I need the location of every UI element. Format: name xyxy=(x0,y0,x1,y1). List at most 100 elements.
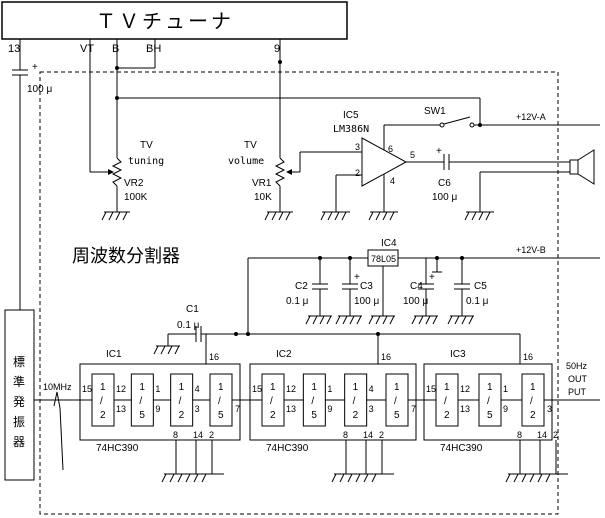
ic-name: IC2 xyxy=(276,349,292,360)
c3-name: C3 xyxy=(360,281,373,292)
ic-pin: 13 xyxy=(286,404,296,414)
ic-pin: 15 xyxy=(426,384,436,394)
tv-tuner-block: ＴＶチューナ 13 VT B BH 9 xyxy=(1,1,348,55)
vr2-tv: TV xyxy=(140,140,153,151)
divider-stage: 1 / 5 xyxy=(130,373,171,427)
stage-denominator: 2 xyxy=(353,410,359,421)
vr1: TV volume VR1 10K xyxy=(228,140,355,221)
c4-name: C4 xyxy=(410,281,423,292)
osc-char-5: 器 xyxy=(13,435,25,449)
ic-pin: 9 xyxy=(327,404,332,414)
sw1-label: SW1 xyxy=(424,106,446,117)
ic5-pin5: 5 xyxy=(410,150,415,160)
divider-stage: 1/5 xyxy=(209,373,233,427)
ic-pin: 12 xyxy=(460,384,470,394)
tuner-pin-vt: VT xyxy=(80,43,94,55)
out-label-2: OUT xyxy=(568,374,588,384)
speaker-icon xyxy=(569,159,579,175)
ic-part: 74HC390 xyxy=(266,443,309,454)
ic-pin: 15 xyxy=(252,384,262,394)
ic-bottom-pin: 2 xyxy=(553,430,558,440)
stage-slash: / xyxy=(139,396,142,407)
c4-plus: + xyxy=(429,272,435,283)
c1-value: 0.1 μ xyxy=(177,320,200,331)
divider-stage: 1/5 xyxy=(385,373,409,427)
speaker-cone-icon xyxy=(577,149,595,185)
stage-numerator: 1 xyxy=(394,382,400,393)
divider-stage: 1/5 xyxy=(478,373,522,427)
vr2-value: 100K xyxy=(124,192,148,203)
stage-slash: / xyxy=(487,396,490,407)
divider-stage: 1/5 xyxy=(302,373,345,427)
output: 50Hz OUT PUT xyxy=(566,361,588,397)
ic5-name: IC5 xyxy=(343,110,359,121)
ic-top-pin: 16 xyxy=(523,352,533,362)
dashed-enclosure xyxy=(39,71,559,515)
osc-freq: 10MHz xyxy=(43,382,72,392)
cap-in-label: 100 μ xyxy=(27,84,52,95)
sw1: SW1 +12V-A xyxy=(424,106,600,128)
stage-numerator: 1 xyxy=(270,382,276,393)
stage-slash: / xyxy=(218,396,221,407)
ic-pin: 3 xyxy=(369,404,374,414)
ic-pin: 12 xyxy=(286,384,296,394)
divider-stage: 1/2 xyxy=(435,373,479,427)
stage-denominator: 2 xyxy=(444,410,450,421)
stage-numerator: 1 xyxy=(530,382,536,393)
stage-numerator: 1 xyxy=(353,382,359,393)
c2-value: 0.1 μ xyxy=(286,296,309,307)
stage-denominator: 2 xyxy=(270,410,276,421)
c3-plus: + xyxy=(354,272,360,283)
ic-pin: 1 xyxy=(327,384,332,394)
ic-pin: 13 xyxy=(460,404,470,414)
stage-numerator: 1 xyxy=(100,382,106,393)
ic-pin: 1 xyxy=(503,384,508,394)
osc-char-2: 準 xyxy=(13,374,25,389)
stage-numerator: 1 xyxy=(179,382,185,393)
ic-pin: 9 xyxy=(503,404,508,414)
divider-stage: 1/2 xyxy=(521,373,545,427)
stage-denominator: 5 xyxy=(311,410,317,421)
vr1-tv: TV xyxy=(244,140,257,151)
ic4-name: IC4 xyxy=(381,238,397,249)
osc-char-3: 発 xyxy=(13,395,25,409)
c1-name: C1 xyxy=(186,304,199,315)
ic-top-pin: 16 xyxy=(209,352,219,362)
ic-name: IC1 xyxy=(106,349,122,360)
cap-plus: + xyxy=(32,62,38,73)
c5-name: C5 xyxy=(474,281,487,292)
stage-slash: / xyxy=(100,396,103,407)
ic5-pin4: 4 xyxy=(390,176,395,186)
ic-bottom-pin: 14 xyxy=(193,430,203,440)
tuner-wires: + 100 μ xyxy=(12,39,481,310)
tuner-pin-b: B xyxy=(112,43,119,55)
ic-pin: 13 xyxy=(116,404,126,414)
ic-pin: 7 xyxy=(235,404,240,414)
standard-oscillator: 標 準 発 振 器 10MHz xyxy=(4,309,80,481)
ic5-part: LM386N xyxy=(333,124,369,135)
ic-pin: 4 xyxy=(195,384,200,394)
stage-numerator: 1 xyxy=(139,382,145,393)
stage-numerator: 1 xyxy=(311,382,317,393)
tuner-pin-9: 9 xyxy=(274,43,280,55)
ic5-pin6: 6 xyxy=(388,144,393,154)
power-supply: +12V-B IC4 78L05 C2 0.1 μ + C3 100 μ xyxy=(247,238,600,334)
vr2: TV tuning VR2 100K xyxy=(101,140,164,221)
ic-bottom-pin: 2 xyxy=(379,430,384,440)
ic-bottom-pin: 8 xyxy=(517,430,522,440)
c6-speaker: + C6 100 μ xyxy=(406,146,595,221)
tuner-box xyxy=(1,1,348,40)
tuner-pin-bh: BH xyxy=(146,43,161,55)
ic-pin: 7 xyxy=(411,404,416,414)
stage-denominator: 5 xyxy=(218,410,224,421)
oscillator-box xyxy=(4,309,35,481)
stage-slash: / xyxy=(179,396,182,407)
ic-bottom-pin: 2 xyxy=(209,430,214,440)
ic4-part: 78L05 xyxy=(371,254,396,264)
stage-denominator: 2 xyxy=(530,410,536,421)
stage-denominator: 5 xyxy=(139,410,145,421)
vr2-tuning: tuning xyxy=(128,156,164,167)
